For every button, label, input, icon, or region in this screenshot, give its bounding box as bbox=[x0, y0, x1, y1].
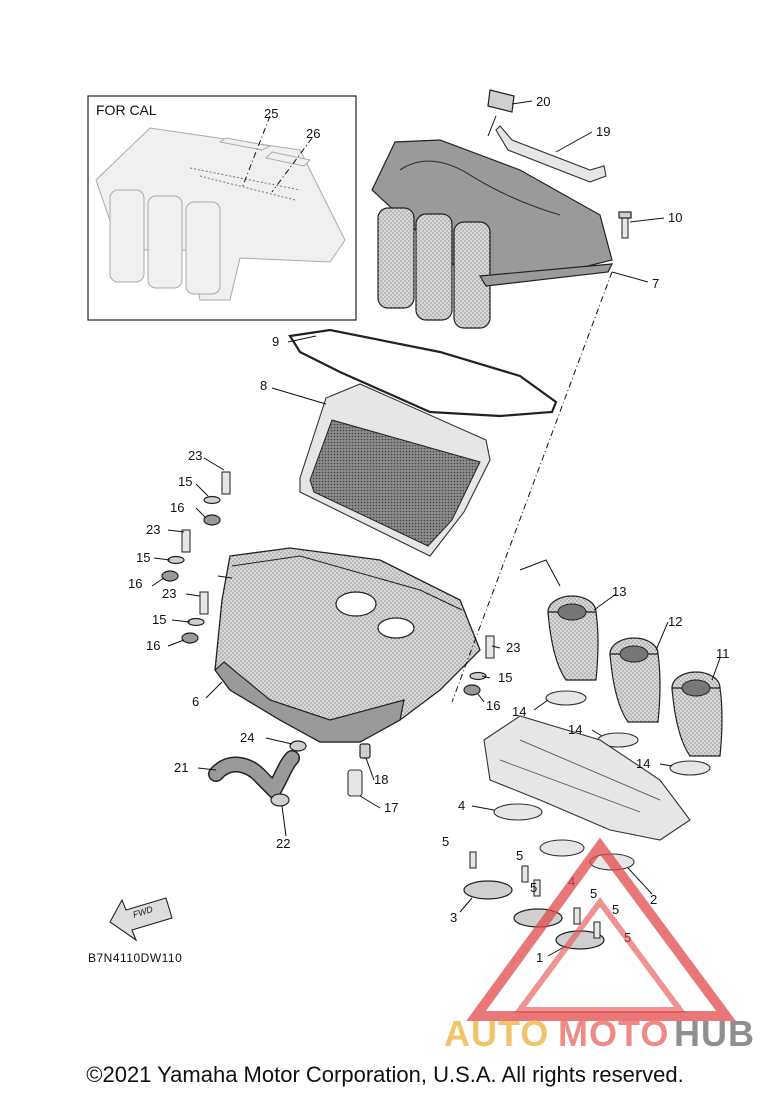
callout-15a: 15 bbox=[178, 474, 192, 489]
callout-22: 22 bbox=[276, 836, 290, 851]
copyright-notice: ©2021 Yamaha Motor Corporation, U.S.A. A… bbox=[86, 1062, 684, 1087]
part-12-intake-duct bbox=[609, 637, 661, 723]
callout-16d: 16 bbox=[486, 698, 500, 713]
callout-24: 24 bbox=[240, 730, 254, 745]
callout-5e: 5 bbox=[612, 902, 619, 917]
part-14-clamp-a bbox=[545, 690, 587, 706]
watermark-triangle-outer bbox=[466, 837, 736, 1021]
callout-23b: 23 bbox=[146, 522, 160, 537]
callout-2: 2 bbox=[650, 892, 657, 907]
callout-17: 17 bbox=[384, 800, 398, 815]
gasket-highlight bbox=[292, 332, 552, 413]
part-5-screws bbox=[469, 851, 601, 939]
callout-14a: 14 bbox=[512, 704, 526, 719]
callout-4a: 4 bbox=[458, 798, 465, 813]
callout-10: 10 bbox=[668, 210, 682, 225]
part-3-joint bbox=[463, 880, 513, 900]
assembly-line-main bbox=[451, 271, 613, 703]
callout-7: 7 bbox=[652, 276, 659, 291]
automotohub-watermark: AUTO MOTO HUB bbox=[444, 837, 755, 1054]
callout-20: 20 bbox=[536, 94, 550, 109]
part-22-clamp bbox=[270, 793, 290, 807]
callout-15d: 15 bbox=[498, 670, 512, 685]
assembly-line-20 bbox=[487, 115, 497, 137]
callout-25: 25 bbox=[264, 106, 278, 121]
callout-23c: 23 bbox=[162, 586, 176, 601]
throttle-body-details bbox=[499, 739, 661, 813]
part-14-clamp-c bbox=[669, 760, 711, 776]
part-6-air-box bbox=[214, 547, 481, 743]
part-11-intake-duct bbox=[671, 671, 723, 757]
part-24-clamp bbox=[289, 740, 307, 752]
part-8-air-filter bbox=[299, 383, 491, 557]
callout-15c: 15 bbox=[152, 612, 166, 627]
part-13-intake-duct bbox=[547, 595, 599, 681]
callout-8: 8 bbox=[260, 378, 267, 393]
part-20-bracket bbox=[487, 89, 515, 113]
part-4-clamp-a bbox=[493, 803, 543, 821]
callout-5d: 5 bbox=[590, 886, 597, 901]
callout-23a: 23 bbox=[188, 448, 202, 463]
watermark-moto: MOTO bbox=[558, 1013, 669, 1054]
part-19-strap bbox=[495, 125, 607, 183]
part-18-drain bbox=[359, 743, 371, 759]
inset-for-cal: FOR CAL bbox=[87, 95, 357, 321]
callout-18: 18 bbox=[374, 772, 388, 787]
part-10-screw bbox=[618, 211, 632, 239]
watermark-hub: HUB bbox=[674, 1013, 755, 1054]
bolt-stack-left bbox=[161, 471, 231, 644]
callout-5c: 5 bbox=[530, 880, 537, 895]
callout-6: 6 bbox=[192, 694, 199, 709]
callout-16c: 16 bbox=[146, 638, 160, 653]
callout-3: 3 bbox=[450, 910, 457, 925]
callout-19: 19 bbox=[596, 124, 610, 139]
callout-1: 1 bbox=[536, 950, 543, 965]
assembly-line-13 bbox=[519, 559, 561, 587]
callout-23d: 23 bbox=[506, 640, 520, 655]
part-4-clamp-b bbox=[539, 839, 585, 857]
inset-title: FOR CAL bbox=[96, 102, 157, 118]
callout-26: 26 bbox=[306, 126, 320, 141]
callout-9: 9 bbox=[272, 334, 279, 349]
fwd-arrow: FWD bbox=[109, 897, 173, 942]
leader-26 bbox=[271, 137, 313, 193]
callout-11: 11 bbox=[716, 646, 730, 661]
callout-16a: 16 bbox=[170, 500, 184, 515]
callout-14c: 14 bbox=[636, 756, 650, 771]
callout-5b: 5 bbox=[516, 848, 523, 863]
part-17-plug bbox=[347, 769, 363, 797]
callout-21: 21 bbox=[174, 760, 188, 775]
callout-5a: 5 bbox=[442, 834, 449, 849]
watermark-auto: AUTO bbox=[444, 1013, 549, 1054]
callout-13: 13 bbox=[612, 584, 626, 599]
throttle-body-assembly bbox=[483, 715, 691, 841]
callout-labels: 20 19 10 7 9 8 25 26 23 15 16 23 15 16 2… bbox=[128, 94, 730, 965]
inset-part-26 bbox=[264, 151, 312, 167]
callout-14b: 14 bbox=[568, 722, 582, 737]
inset-air-box-cover bbox=[95, 127, 346, 301]
air-box-cover bbox=[371, 139, 614, 329]
callout-16b: 16 bbox=[128, 576, 142, 591]
watermark-triangle-inner bbox=[514, 896, 686, 1013]
inset-part-25 bbox=[218, 137, 272, 151]
leader-lines bbox=[151, 100, 721, 957]
part-21-hose-fill bbox=[209, 751, 299, 801]
callout-15b: 15 bbox=[136, 550, 150, 565]
part-9-gasket bbox=[288, 328, 558, 418]
diagram-code: B7N4110DW110 bbox=[88, 951, 182, 965]
callout-12: 12 bbox=[668, 614, 682, 629]
